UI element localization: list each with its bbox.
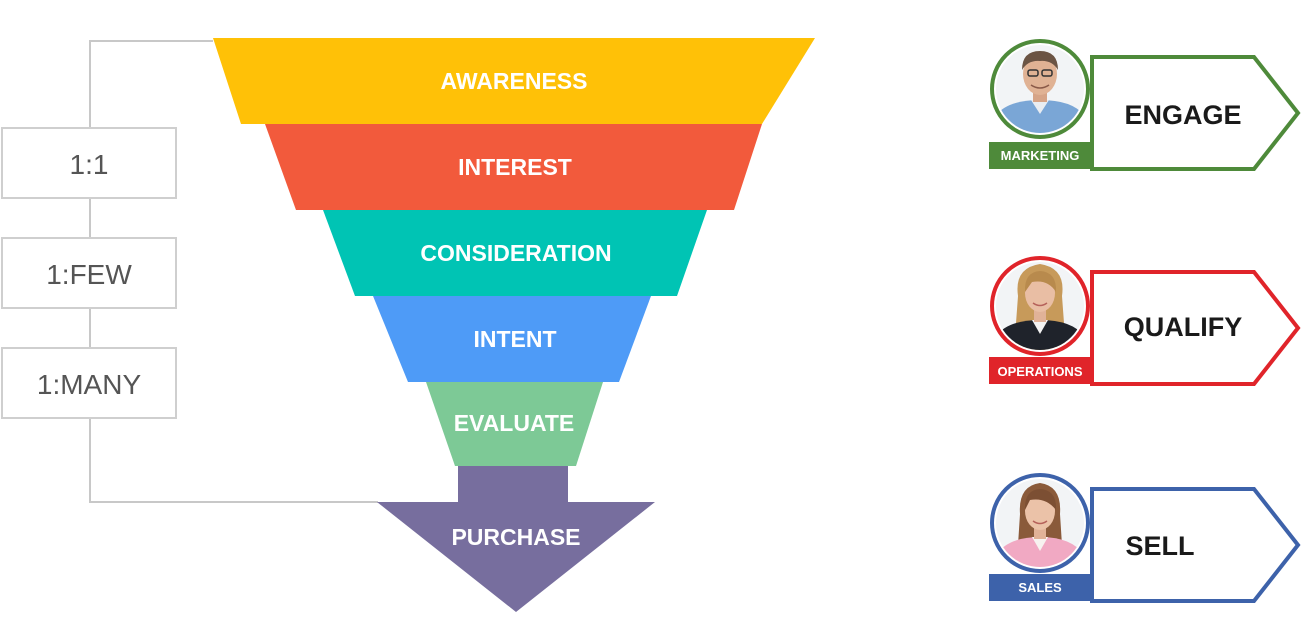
- stage-shape: [426, 382, 603, 466]
- ratio-box: 1:1: [1, 127, 177, 199]
- role-card-operations: QUALIFY OPERATIONS: [989, 256, 1301, 386]
- funnel-stage-evaluate: EVALUATE: [426, 382, 603, 466]
- funnel-stage-consideration: CONSIDERATION: [323, 210, 707, 296]
- ratio-box: 1:MANY: [1, 347, 177, 419]
- role-label: MARKETING: [1001, 148, 1080, 163]
- action-label: SELL: [1125, 531, 1194, 561]
- stage-label: INTENT: [473, 326, 556, 352]
- stage-shape: [265, 124, 762, 210]
- stage-label: EVALUATE: [454, 410, 575, 436]
- role-label: OPERATIONS: [998, 364, 1083, 379]
- ratio-label: 1:FEW: [46, 259, 132, 290]
- action-label: ENGAGE: [1124, 100, 1241, 130]
- role-label: SALES: [1018, 580, 1062, 595]
- stage-label: INTEREST: [458, 154, 572, 180]
- ratio-label: 1:MANY: [37, 369, 142, 400]
- stage-label: PURCHASE: [451, 524, 580, 550]
- stage-shape: [373, 296, 651, 382]
- role-card-sales: SELL SALES: [989, 473, 1301, 603]
- stage-shape: [213, 38, 815, 124]
- funnel-stage-awareness: AWARENESS: [213, 38, 815, 124]
- stage-shape: [323, 210, 707, 296]
- funnel-stage-purchase: PURCHASE: [377, 466, 655, 612]
- action-tag: [1090, 487, 1301, 603]
- stage-label: CONSIDERATION: [420, 240, 611, 266]
- stage-arrow: [377, 466, 655, 612]
- funnel-stage-intent: INTENT: [373, 296, 651, 382]
- funnel-stage-interest: INTEREST: [265, 124, 762, 210]
- role-card-marketing: ENGAGE MARKETING: [989, 39, 1301, 171]
- ratio-box: 1:FEW: [1, 237, 177, 309]
- action-label: QUALIFY: [1124, 312, 1243, 342]
- stage-label: AWARENESS: [441, 68, 588, 94]
- ratio-label: 1:1: [70, 149, 109, 180]
- ratio-bracket: [89, 40, 378, 503]
